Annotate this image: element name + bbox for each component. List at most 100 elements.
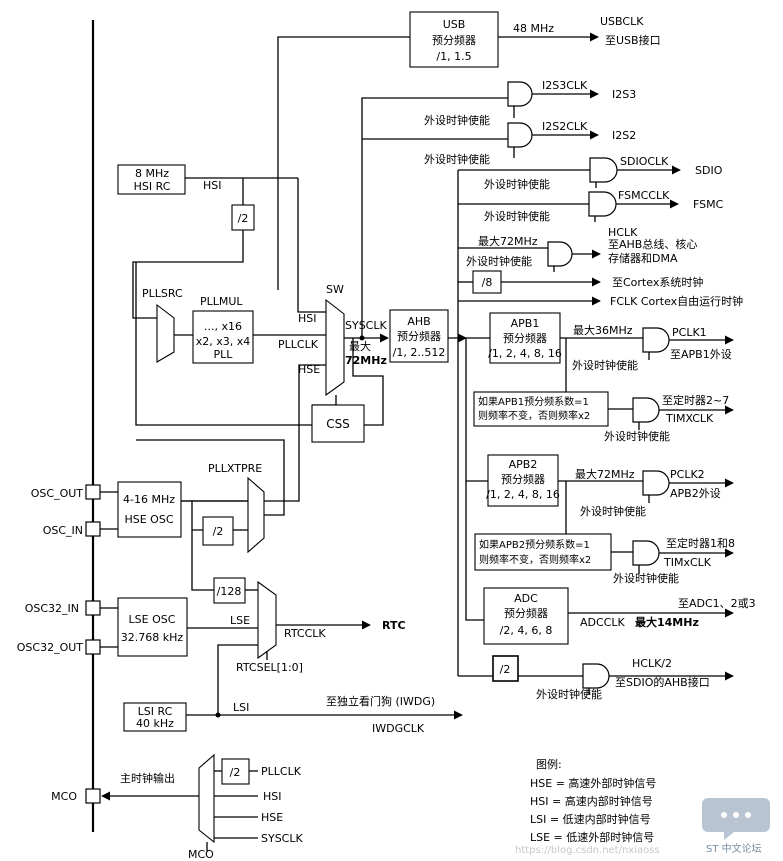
div2_hsi-text: /2 [238, 212, 249, 225]
sw-max2-text: 72MHz [345, 354, 387, 367]
usb-l3-text: /1, 1.5 [436, 50, 471, 63]
tim27-out-text: TIMXCLK [665, 412, 714, 425]
tim27-n1-text: 如果APB1预分频系数=1 [478, 395, 589, 408]
apb1-l2-text: 预分频器 [503, 331, 547, 345]
adc-l2-text: 预分频器 [504, 606, 548, 620]
tim27-dest-text: 至定时器2~7 [662, 393, 729, 407]
apb1-dest-text: 至APB1外设 [670, 348, 732, 361]
sdio_ahb-div-text: /2 [500, 663, 511, 676]
css-text: CSS [326, 417, 350, 431]
pllxtpre-mux: PLLXTPRE /2 [202, 462, 265, 554]
mco-pin: MCO [51, 788, 101, 804]
tim18-out-text: TIMxCLK [663, 556, 712, 569]
css-block: CSS [311, 404, 365, 443]
iwdgclk-label: IWDGCLK [372, 722, 425, 735]
apb1-max-text: 最大36MHz [573, 323, 633, 337]
apb2-l2-text: 预分频器 [501, 472, 545, 486]
lsi-wire-label: LSI [233, 701, 249, 714]
adc-prescaler: ADC 预分频器 /2, 4, 6, 8 至ADC1、2或3 ADCCLK 最大… [483, 587, 756, 645]
hclk-title-text: HCLK [608, 226, 638, 239]
pins-mco-text: MCO [51, 790, 77, 803]
forum-text: ST 中文论坛 [706, 842, 762, 855]
sw-mux: SW HSI PLLCLK HSE SYSCLK 最大 72MHz [278, 283, 387, 397]
apb1-out-text: PCLK1 [672, 326, 707, 339]
sdio_ahb-dest-text: 至SDIO的AHB接口 [615, 675, 710, 689]
mco-label: 主时钟输出 [120, 771, 175, 785]
fclk-label: FCLK Cortex自由运行时钟 [610, 294, 743, 308]
i2s3-en-text: 外设时钟使能 [424, 113, 490, 127]
mco-hsi-text: HSI [263, 790, 282, 803]
usbclk-label: USBCLK [600, 15, 644, 28]
apb1-l1-text: APB1 [511, 317, 540, 330]
hclk-en-text: 外设时钟使能 [466, 254, 532, 268]
pllsrc-text: PLLSRC [142, 287, 183, 300]
sdio-ahb: /2 HCLK/2 至SDIO的AHB接口 外设时钟使能 [492, 655, 734, 701]
cortex-div-text: /8 [482, 276, 493, 289]
usb-freq: 48 MHz [513, 22, 554, 35]
sdio-en-text: 外设时钟使能 [484, 177, 550, 191]
lsi-rc: LSI RC 40 kHz [123, 702, 187, 732]
osc-out-pin: OSC_OUT [31, 484, 101, 500]
apb2-en-text: 外设时钟使能 [580, 504, 646, 518]
rtcsel-mux: RTCCLK RTC RTCSEL[1:0] [236, 580, 406, 674]
sdio_ahb-en-text: 外设时钟使能 [536, 687, 602, 701]
lsi_rc-l1-text: LSI RC [138, 705, 173, 718]
sdio_ahb-out-text: HCLK/2 [632, 657, 672, 670]
fsmc-out-text: FSMC [693, 198, 724, 211]
adc-max-text: 最大14MHz [635, 615, 699, 629]
apb2-prescaler: APB2 预分频器 /1, 2, 4, 8, 16 最大72MHz PCLK2 … [486, 454, 734, 548]
ahb-l1-text: AHB [407, 315, 430, 328]
cortex-dest-text: 至Cortex系统时钟 [612, 275, 703, 289]
apb2-dest-text: APB2外设 [670, 487, 721, 500]
hse_osc-l1-text: 4-16 MHz [123, 493, 175, 506]
mco-pllclk-text: PLLCLK [261, 765, 302, 778]
legend-title-text: 图例: [536, 757, 562, 771]
fsmc-label-text: FSMCCLK [618, 189, 670, 202]
iwdg-dest: 至独立看门狗 (IWDG) [326, 694, 435, 708]
apb1-l3-text: /1, 2, 4, 8, 16 [488, 347, 562, 360]
i2s3-gate: I2S3CLK I2S3 外设时钟使能 [424, 79, 636, 127]
sw-sysclk-text: SYSCLK [345, 319, 387, 332]
pllsrc-mux: PLLSRC [142, 287, 183, 363]
i2s3-out-text: I2S3 [612, 88, 636, 101]
fsmc-gate: FSMCCLK FSMC 外设时钟使能 [484, 189, 724, 223]
hse_osc-l2-text: HSE OSC [124, 513, 173, 526]
tim27-en-text: 外设时钟使能 [604, 429, 670, 443]
rtc-sel-text: RTCSEL[1:0] [236, 661, 303, 674]
hclk-d1-text: 至AHB总线、核心 [608, 237, 697, 251]
rtc-out-text: RTC [382, 619, 406, 632]
adc-dest-text: 至ADC1、2或3 [678, 597, 756, 610]
lse_osc-l2-text: 32.768 kHz [121, 631, 184, 644]
hclk-gate: 最大72MHz 外设时钟使能 HCLK 至AHB总线、核心 存储器和DMA [466, 226, 697, 272]
adc-l1-text: ADC [514, 592, 538, 605]
i2s2-gate: I2S2CLK I2S2 外设时钟使能 [424, 120, 636, 166]
div128: /128 [213, 577, 246, 604]
ahb-l2-text: 预分频器 [397, 329, 441, 343]
pllmul-l3-text: PLL [214, 348, 234, 361]
div128-text: /128 [217, 585, 242, 598]
mco-sysclk-text: SYSCLK [261, 832, 303, 845]
i2s3-label-text: I2S3CLK [542, 79, 588, 92]
pllxtpre-title-text: PLLXTPRE [208, 462, 262, 475]
usb-l2-text: 预分频器 [432, 33, 476, 47]
pins-osc32_out-text: OSC32_OUT [17, 641, 84, 654]
pllmul-box: PLLMUL ..., x16 x2, x3, x4 PLL [192, 295, 254, 364]
hsi-div2: /2 [231, 204, 255, 231]
legend: 图例: HSE = 高速外部时钟信号 HSI = 高速内部时钟信号 LSI = … [530, 757, 656, 844]
tim18-n2-text: 则频率不变，否则频率x2 [479, 553, 591, 566]
pllmul-l1-text: ..., x16 [204, 320, 242, 333]
fsmc-en-text: 外设时钟使能 [484, 209, 550, 223]
sw-title-text: SW [326, 283, 344, 296]
lsi_rc-l2-text: 40 kHz [136, 717, 174, 730]
hclk-max-text: 最大72MHz [478, 234, 538, 248]
hclk-d2-text: 存储器和DMA [608, 251, 678, 265]
i2s2-out-text: I2S2 [612, 129, 636, 142]
tim2-7: 如果APB1预分频系数=1 则频率不变，否则频率x2 至定时器2~7 TIMXC… [473, 391, 734, 443]
pins-osc32_in-text: OSC32_IN [25, 602, 79, 615]
forum-logo: ST 中文论坛 [702, 798, 770, 855]
i2s2-en-text: 外设时钟使能 [424, 152, 490, 166]
legend-lse-text: LSE = 低速外部时钟信号 [530, 830, 654, 844]
apb2-max-text: 最大72MHz [575, 467, 635, 481]
pllxtpre-div-text: /2 [213, 525, 224, 538]
legend-lsi-text: LSI = 低速内部时钟信号 [530, 812, 651, 826]
